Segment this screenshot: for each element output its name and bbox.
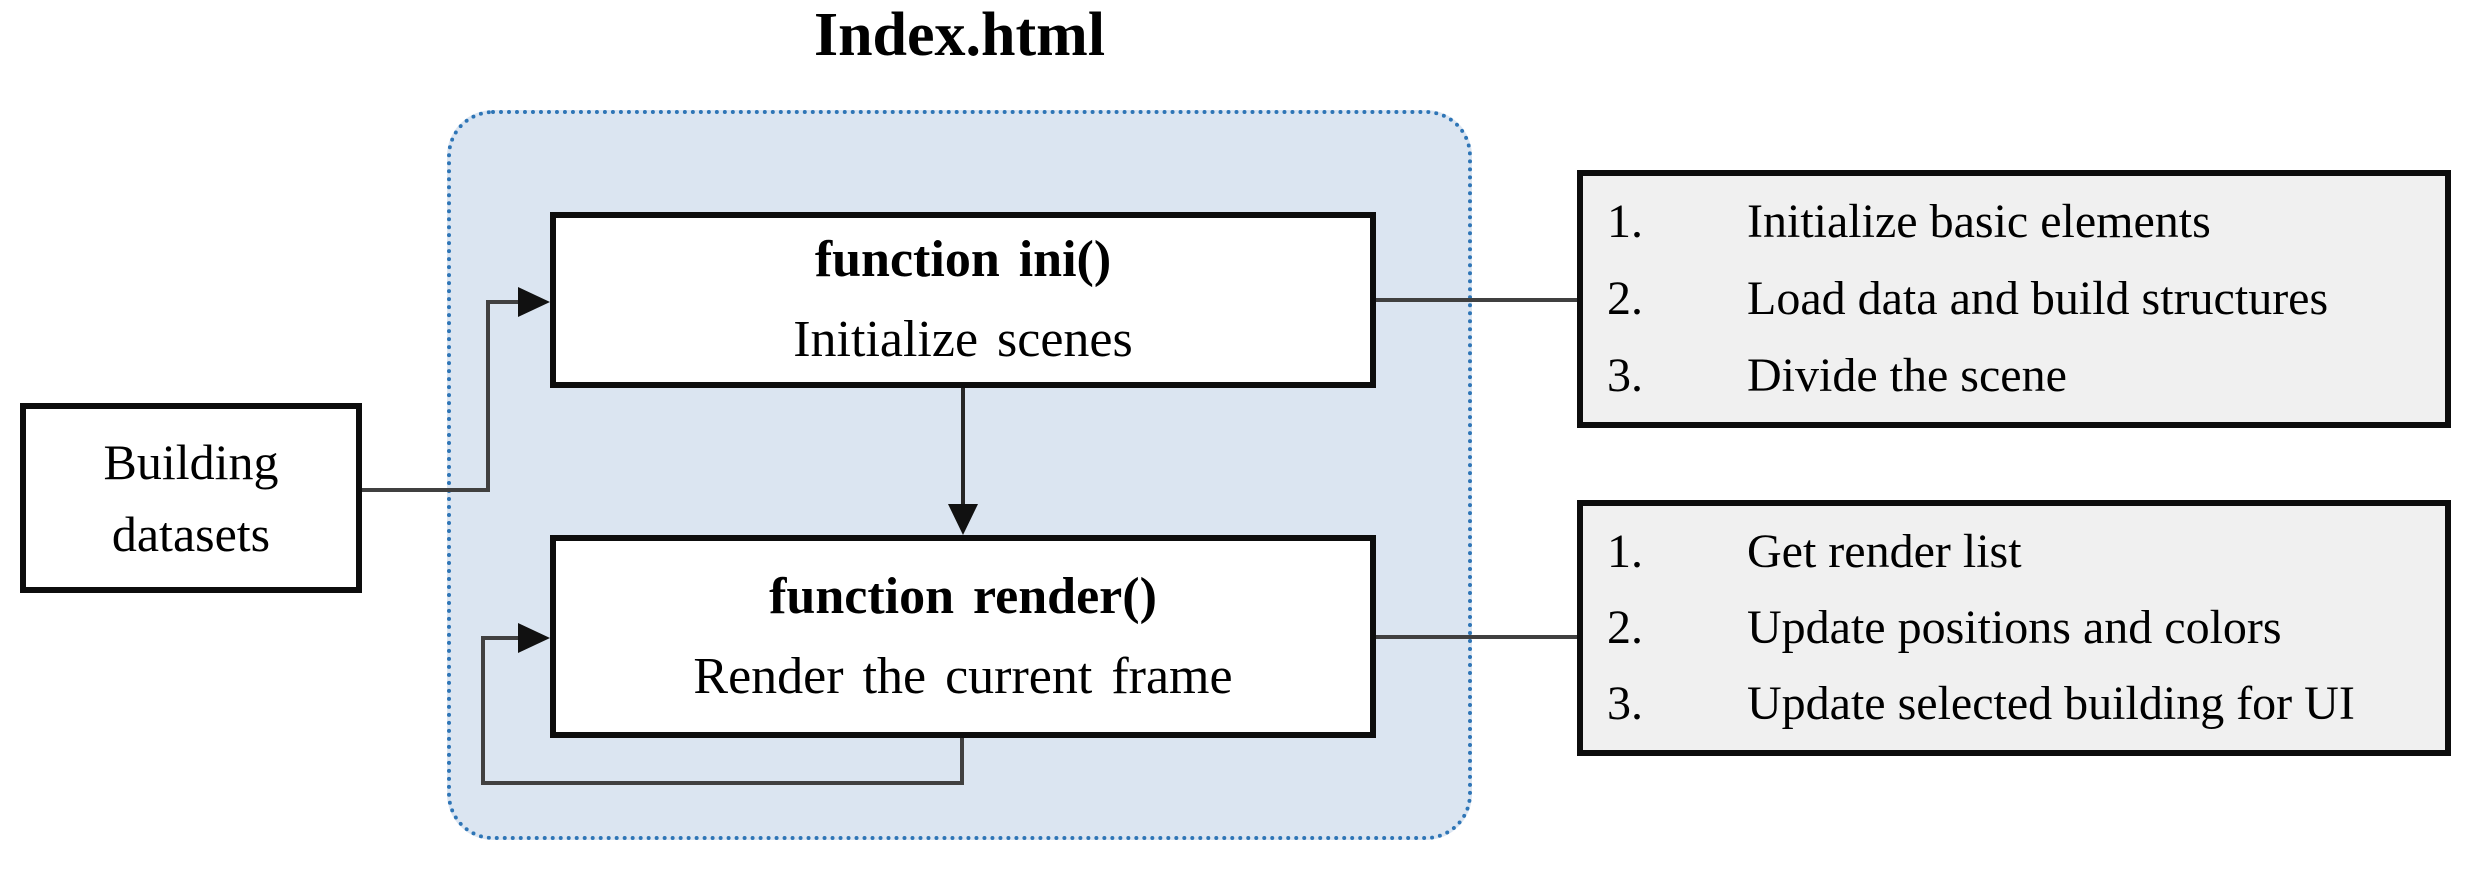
list-item-text: Load data and build structures bbox=[1747, 271, 2329, 325]
node-function-ini: function ini() Initialize scenes bbox=[550, 212, 1376, 388]
list-item-number: 2. bbox=[1607, 601, 1643, 654]
node-function-render: function render() Render the current fra… bbox=[550, 535, 1376, 738]
building-datasets-line1: Building bbox=[103, 434, 279, 490]
list-item-text: Initialize basic elements bbox=[1747, 195, 2211, 249]
list-item-number: 2. bbox=[1607, 271, 1643, 325]
function-ini-subtitle: Initialize scenes bbox=[793, 311, 1133, 368]
building-datasets-line2: datasets bbox=[111, 506, 271, 562]
function-ini-title: function ini() bbox=[814, 231, 1112, 288]
list-item-number: 1. bbox=[1607, 525, 1643, 578]
list-item: 2. Update positions and colors bbox=[1607, 600, 2435, 656]
list-item-number: 1. bbox=[1607, 195, 1643, 249]
list-render-steps: 1. Get render list 2. Update positions a… bbox=[1577, 500, 2451, 756]
function-render-subtitle: Render the current frame bbox=[693, 647, 1233, 705]
list-item-text: Update selected building for UI bbox=[1747, 677, 2355, 730]
list-item: 3. Divide the scene bbox=[1607, 348, 2435, 404]
list-ini-steps: 1. Initialize basic elements 2. Load dat… bbox=[1577, 170, 2451, 428]
list-item-text: Get render list bbox=[1747, 525, 2022, 578]
page-title: Index.html bbox=[813, 1, 1106, 69]
list-item: 1. Initialize basic elements bbox=[1607, 194, 2435, 250]
node-building-datasets: Building datasets bbox=[20, 403, 362, 593]
list-item-text: Update positions and colors bbox=[1747, 601, 2282, 654]
function-render-title: function render() bbox=[769, 567, 1157, 625]
list-item-number: 3. bbox=[1607, 677, 1643, 730]
list-item: 3. Update selected building for UI bbox=[1607, 676, 2435, 732]
list-item: 2. Load data and build structures bbox=[1607, 271, 2435, 327]
list-item-text: Divide the scene bbox=[1747, 348, 2067, 402]
list-item: 1. Get render list bbox=[1607, 524, 2435, 580]
list-item-number: 3. bbox=[1607, 348, 1643, 402]
